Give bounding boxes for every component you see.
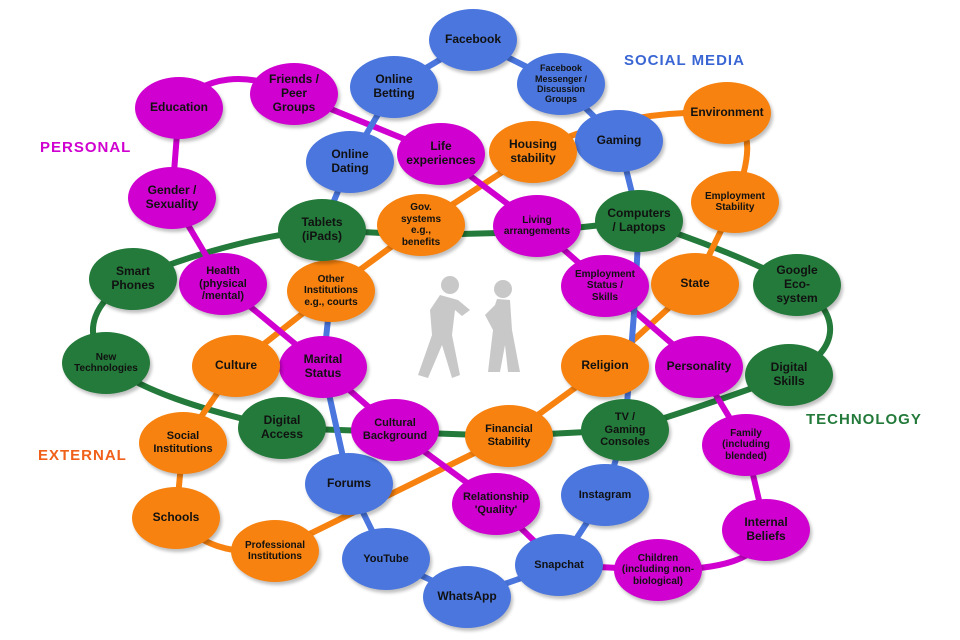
node-gaming: Gaming — [575, 110, 663, 172]
node-gov-systems-e-g-benefits: Gov. systems e.g., benefits — [377, 194, 465, 256]
node-digital-skills: Digital Skills — [745, 344, 833, 406]
node-children-including-non-biological: Children (including non- biological) — [614, 539, 702, 601]
node-environment: Environment — [683, 82, 771, 144]
node-digital-access: Digital Access — [238, 397, 326, 459]
node-whatsapp: WhatsApp — [423, 566, 511, 628]
node-online-dating: Online Dating — [306, 131, 394, 193]
social-media-category-label: SOCIAL MEDIA — [624, 52, 745, 69]
node-internal-beliefs: Internal Beliefs — [722, 499, 810, 561]
node-personality: Personality — [655, 336, 743, 398]
node-state: State — [651, 253, 739, 315]
node-schools: Schools — [132, 487, 220, 549]
node-cultural-background: Cultural Background — [351, 399, 439, 461]
arguing-couple-silhouette — [418, 276, 520, 378]
node-marital-status: Marital Status — [279, 336, 367, 398]
node-snapchat: Snapchat — [515, 534, 603, 596]
node-facebook: Facebook — [429, 9, 517, 71]
node-employment-stability: Employment Stability — [691, 171, 779, 233]
node-culture: Culture — [192, 335, 280, 397]
node-social-institutions: Social Institutions — [139, 412, 227, 474]
node-tablets-ipads: Tablets (iPads) — [278, 199, 366, 261]
node-relationship-quality: Relationship 'Quality' — [452, 473, 540, 535]
node-online-betting: Online Betting — [350, 56, 438, 118]
node-facebook-messenger-discussion-groups: Facebook Messenger / Discussion Groups — [517, 53, 605, 115]
node-friends-peer-groups: Friends / Peer Groups — [250, 63, 338, 125]
node-life-experiences: Life experiences — [397, 123, 485, 185]
node-professional-institutions: Professional Institutions — [231, 520, 319, 582]
node-religion: Religion — [561, 335, 649, 397]
node-other-institutions-e-g-courts: Other Institutions e.g., courts — [287, 260, 375, 322]
node-health-physical-mental: Health (physical /mental) — [179, 253, 267, 315]
personal-category-label: PERSONAL — [40, 139, 132, 156]
node-education: Education — [135, 77, 223, 139]
external-category-label: EXTERNAL — [38, 447, 127, 464]
node-housing-stability: Housing stability — [489, 121, 577, 183]
node-employment-status-skills: Employment Status / Skills — [561, 255, 649, 317]
node-smart-phones: Smart Phones — [89, 248, 177, 310]
node-forums: Forums — [305, 453, 393, 515]
node-computers-laptops: Computers / Laptops — [595, 190, 683, 252]
node-gender-sexuality: Gender / Sexuality — [128, 167, 216, 229]
node-new-technologies: New Technologies — [62, 332, 150, 394]
technology-category-label: TECHNOLOGY — [806, 411, 922, 428]
node-living-arrangements: Living arrangements — [493, 195, 581, 257]
node-google-eco-system: Google Eco- system — [753, 254, 841, 316]
node-instagram: Instagram — [561, 464, 649, 526]
node-youtube: YouTube — [342, 528, 430, 590]
node-tv-gaming-consoles: TV / Gaming Consoles — [581, 399, 669, 461]
node-family-including-blended: Family (including blended) — [702, 414, 790, 476]
node-financial-stability: Financial Stability — [465, 405, 553, 467]
